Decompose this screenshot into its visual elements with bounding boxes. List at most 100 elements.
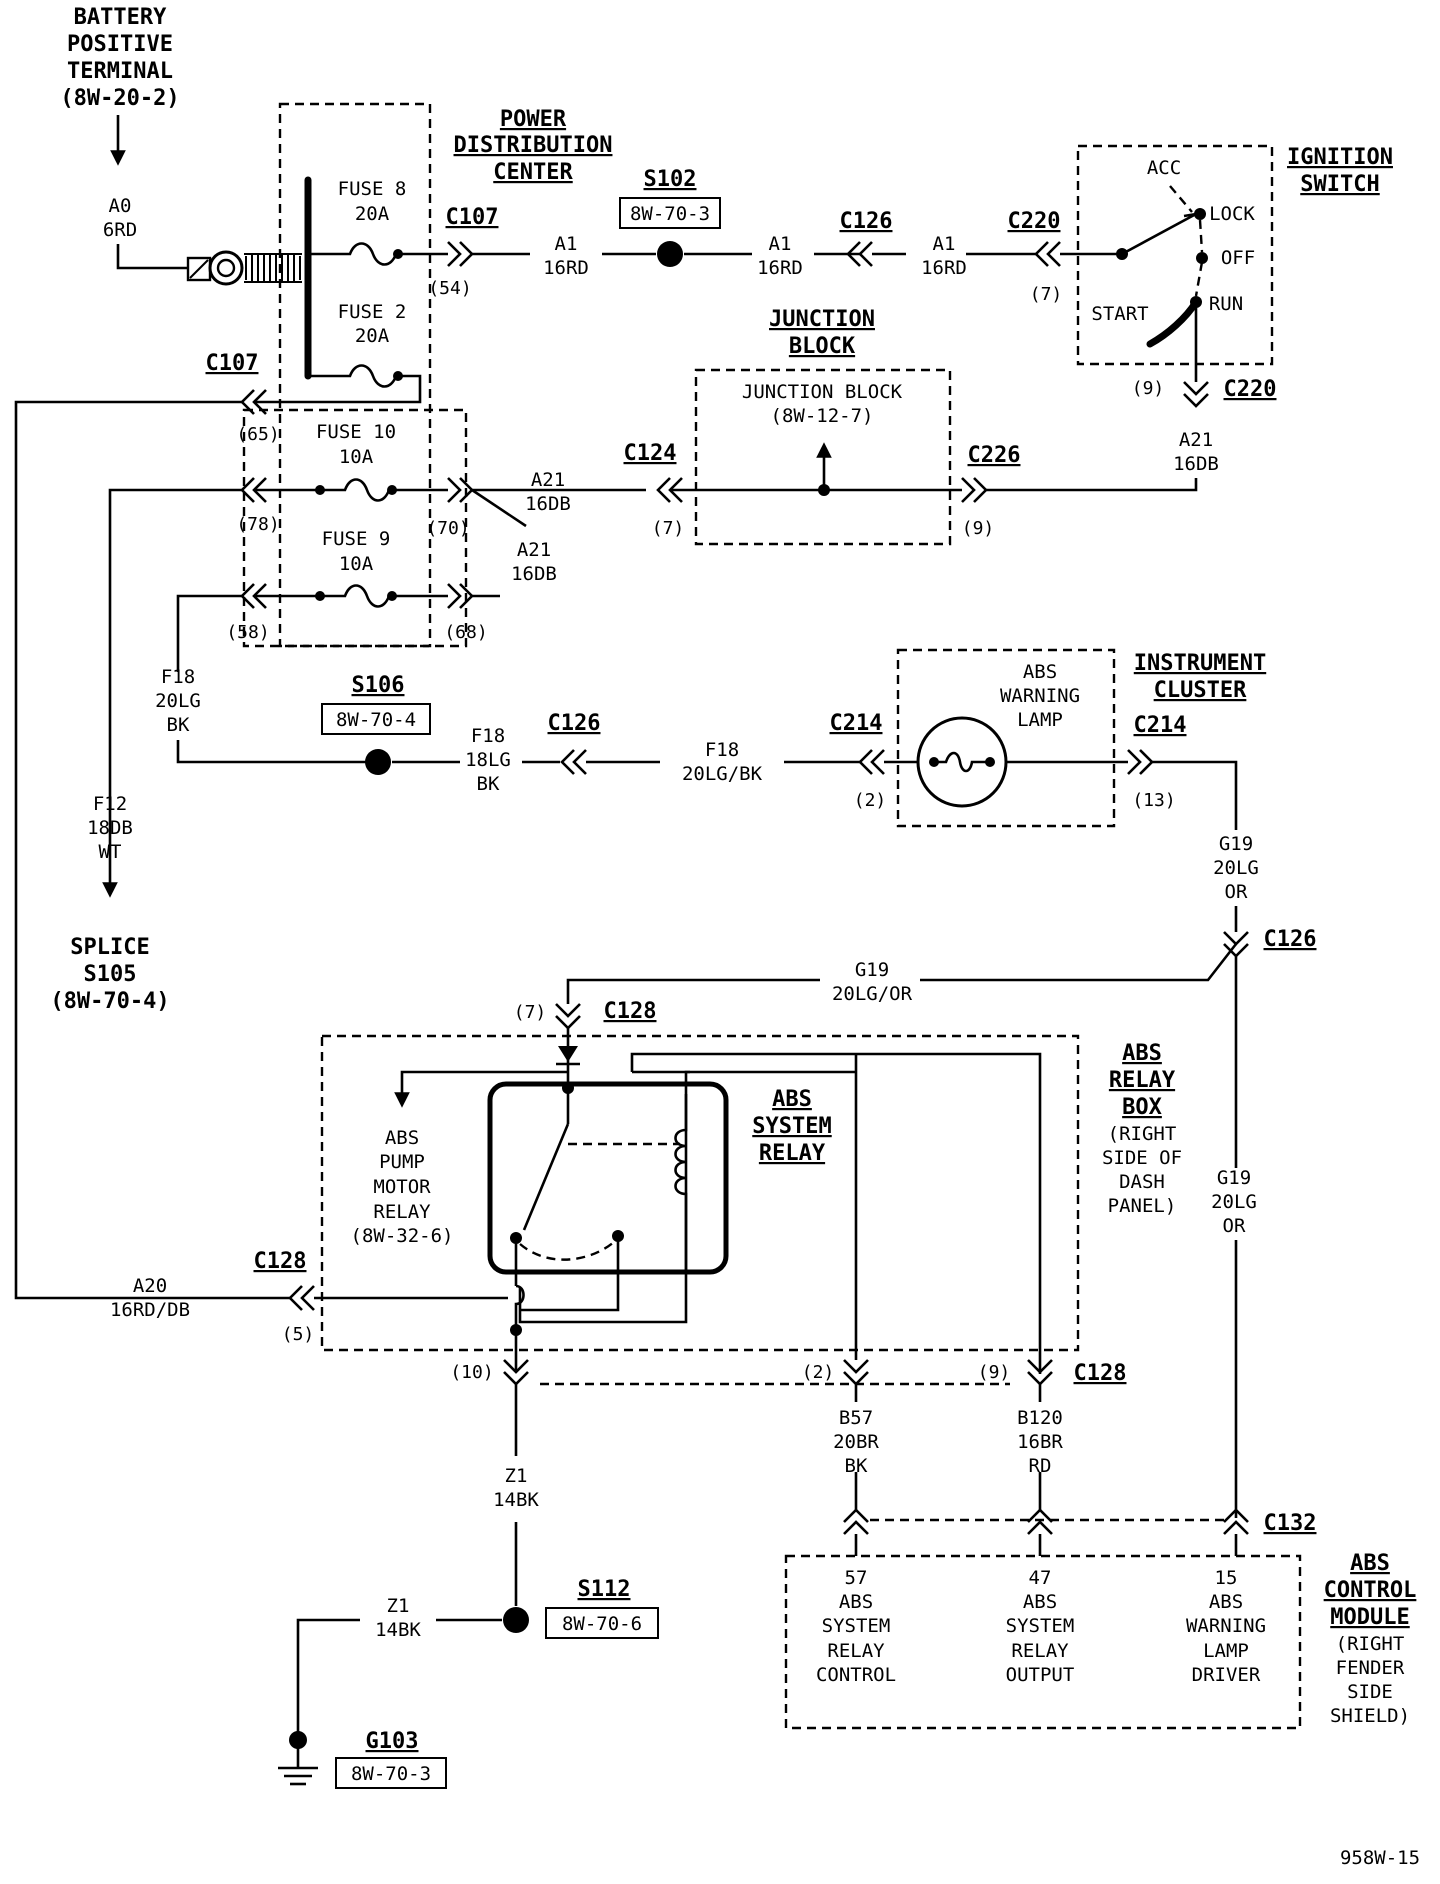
svg-text:14BK: 14BK	[493, 1489, 539, 1511]
svg-text:LOCK: LOCK	[1209, 203, 1255, 225]
svg-text:(9): (9)	[978, 1362, 1011, 1383]
fuse10-rating: 10A	[339, 446, 374, 468]
connector-c128-left: C128	[254, 1249, 307, 1274]
instrument-cluster-box	[896, 648, 1116, 828]
svg-text:ABS: ABS	[1023, 661, 1057, 683]
svg-text:CENTER: CENTER	[493, 160, 573, 185]
svg-text:(5): (5)	[282, 1324, 315, 1345]
connector-68-icon	[447, 583, 474, 609]
svg-text:Z1: Z1	[387, 1595, 410, 1617]
svg-text:ABS: ABS	[1209, 1591, 1243, 1613]
battery-terminal-label: BATTERY POSITIVE TERMINAL (8W-20-2)	[60, 5, 179, 111]
svg-text:RELAY: RELAY	[827, 1640, 885, 1662]
svg-text:8W-70-4: 8W-70-4	[336, 709, 416, 731]
svg-text:G19: G19	[855, 959, 889, 981]
pdc-lower-box	[242, 408, 468, 648]
svg-text:BLOCK: BLOCK	[789, 334, 856, 359]
ground-icon	[278, 1748, 318, 1786]
svg-text:(68): (68)	[444, 622, 487, 643]
svg-text:A1: A1	[769, 233, 792, 255]
svg-text:8W-70-3: 8W-70-3	[351, 1763, 431, 1785]
svg-text:SHIELD): SHIELD)	[1330, 1705, 1410, 1727]
svg-text:WT: WT	[99, 841, 122, 863]
connector-c126-top: C126	[840, 209, 893, 234]
svg-text:(7): (7)	[652, 518, 685, 539]
svg-text:20LG: 20LG	[1213, 857, 1259, 879]
svg-text:(8W-20-2): (8W-20-2)	[60, 86, 179, 111]
svg-text:F18: F18	[471, 725, 505, 747]
battery-lug-icon	[186, 250, 302, 286]
fuse8-icon	[308, 242, 448, 266]
svg-text:A1: A1	[555, 233, 578, 255]
svg-text:SIDE: SIDE	[1347, 1681, 1393, 1703]
svg-text:JUNCTION BLOCK: JUNCTION BLOCK	[742, 381, 903, 403]
svg-text:A20: A20	[133, 1275, 167, 1297]
connector-c214-left: C214	[830, 711, 883, 736]
svg-text:JUNCTION: JUNCTION	[769, 307, 875, 332]
svg-text:G19: G19	[1217, 1167, 1251, 1189]
splice-s102: S102	[644, 167, 697, 192]
svg-text:PUMP: PUMP	[379, 1151, 425, 1173]
svg-text:(8W-32-6): (8W-32-6)	[351, 1225, 454, 1247]
svg-text:DISTRIBUTION: DISTRIBUTION	[454, 133, 613, 158]
abs-relay-box-title: ABS RELAY BOX (RIGHT SIDE OF DASH PANEL)	[1102, 1041, 1182, 1217]
fuse9-icon	[254, 584, 448, 608]
ground-g103: G103	[366, 1729, 419, 1754]
fuse8-rating: 20A	[355, 203, 390, 225]
svg-text:16RD: 16RD	[543, 257, 589, 279]
svg-text:16DB: 16DB	[1173, 453, 1219, 475]
ignition-switch-title: IGNITION SWITCH	[1287, 145, 1393, 197]
connector-c107-top-icon	[447, 241, 474, 267]
module-pin-47: 47 ABS SYSTEM RELAY OUTPUT	[1006, 1567, 1075, 1686]
svg-text:(10): (10)	[450, 1362, 493, 1383]
svg-text:20LG/OR: 20LG/OR	[832, 983, 913, 1005]
svg-text:ABS: ABS	[1350, 1551, 1390, 1576]
abs-system-relay-title: ABS SYSTEM RELAY	[752, 1087, 831, 1166]
svg-text:B120: B120	[1017, 1407, 1063, 1429]
connector-c220-bottom: C220	[1224, 377, 1277, 402]
svg-text:ABS: ABS	[385, 1127, 419, 1149]
svg-text:A21: A21	[531, 469, 565, 491]
svg-text:DRIVER: DRIVER	[1192, 1664, 1261, 1686]
abs-relay-box	[320, 1034, 1080, 1352]
svg-text:47: 47	[1029, 1567, 1052, 1589]
svg-text:FENDER: FENDER	[1336, 1657, 1405, 1679]
svg-text:MODULE: MODULE	[1330, 1605, 1409, 1630]
svg-text:BK: BK	[845, 1455, 868, 1477]
svg-text:BATTERY: BATTERY	[74, 5, 167, 30]
ignition-switch-lever	[1121, 212, 1197, 256]
svg-text:(9): (9)	[962, 518, 995, 539]
wire-a0-spec: 6RD	[103, 219, 137, 241]
abs-system-relay	[487, 1081, 729, 1275]
svg-text:Z1: Z1	[505, 1465, 528, 1487]
svg-text:BK: BK	[477, 773, 500, 795]
svg-text:(2): (2)	[854, 790, 887, 811]
svg-text:RELAY: RELAY	[1109, 1068, 1176, 1093]
svg-text:LAMP: LAMP	[1203, 1640, 1249, 1662]
svg-text:(65): (65)	[236, 424, 279, 445]
svg-text:(8W-70-4): (8W-70-4)	[50, 989, 169, 1014]
fuse9-rating: 10A	[339, 553, 374, 575]
svg-text:18LG: 18LG	[465, 749, 511, 771]
abs-control-module-box	[784, 1554, 1302, 1730]
splice-s106-dot	[365, 749, 391, 775]
svg-text:WARNING: WARNING	[1000, 685, 1080, 707]
svg-text:OR: OR	[1223, 1215, 1246, 1237]
wire-f18-a	[176, 740, 378, 764]
svg-text:(13): (13)	[1132, 790, 1175, 811]
svg-text:ABS: ABS	[1122, 1041, 1162, 1066]
relay-armature	[522, 1123, 570, 1231]
svg-text:RELAY: RELAY	[759, 1141, 826, 1166]
svg-text:16RD/DB: 16RD/DB	[110, 1299, 190, 1321]
svg-text:BK: BK	[167, 714, 190, 736]
abs-warning-lamp-icon	[916, 716, 1008, 808]
svg-text:20LG/BK: 20LG/BK	[682, 763, 763, 785]
svg-text:B57: B57	[839, 1407, 873, 1429]
connector-70-icon	[447, 477, 474, 503]
svg-text:MOTOR: MOTOR	[373, 1176, 431, 1198]
svg-text:ABS: ABS	[1023, 1591, 1057, 1613]
connector-c107-top: C107	[446, 205, 499, 230]
svg-text:ABS: ABS	[772, 1087, 812, 1112]
abs-control-module-title: ABS CONTROL MODULE (RIGHT FENDER SIDE SH…	[1324, 1551, 1417, 1727]
svg-text:20LG: 20LG	[155, 690, 201, 712]
